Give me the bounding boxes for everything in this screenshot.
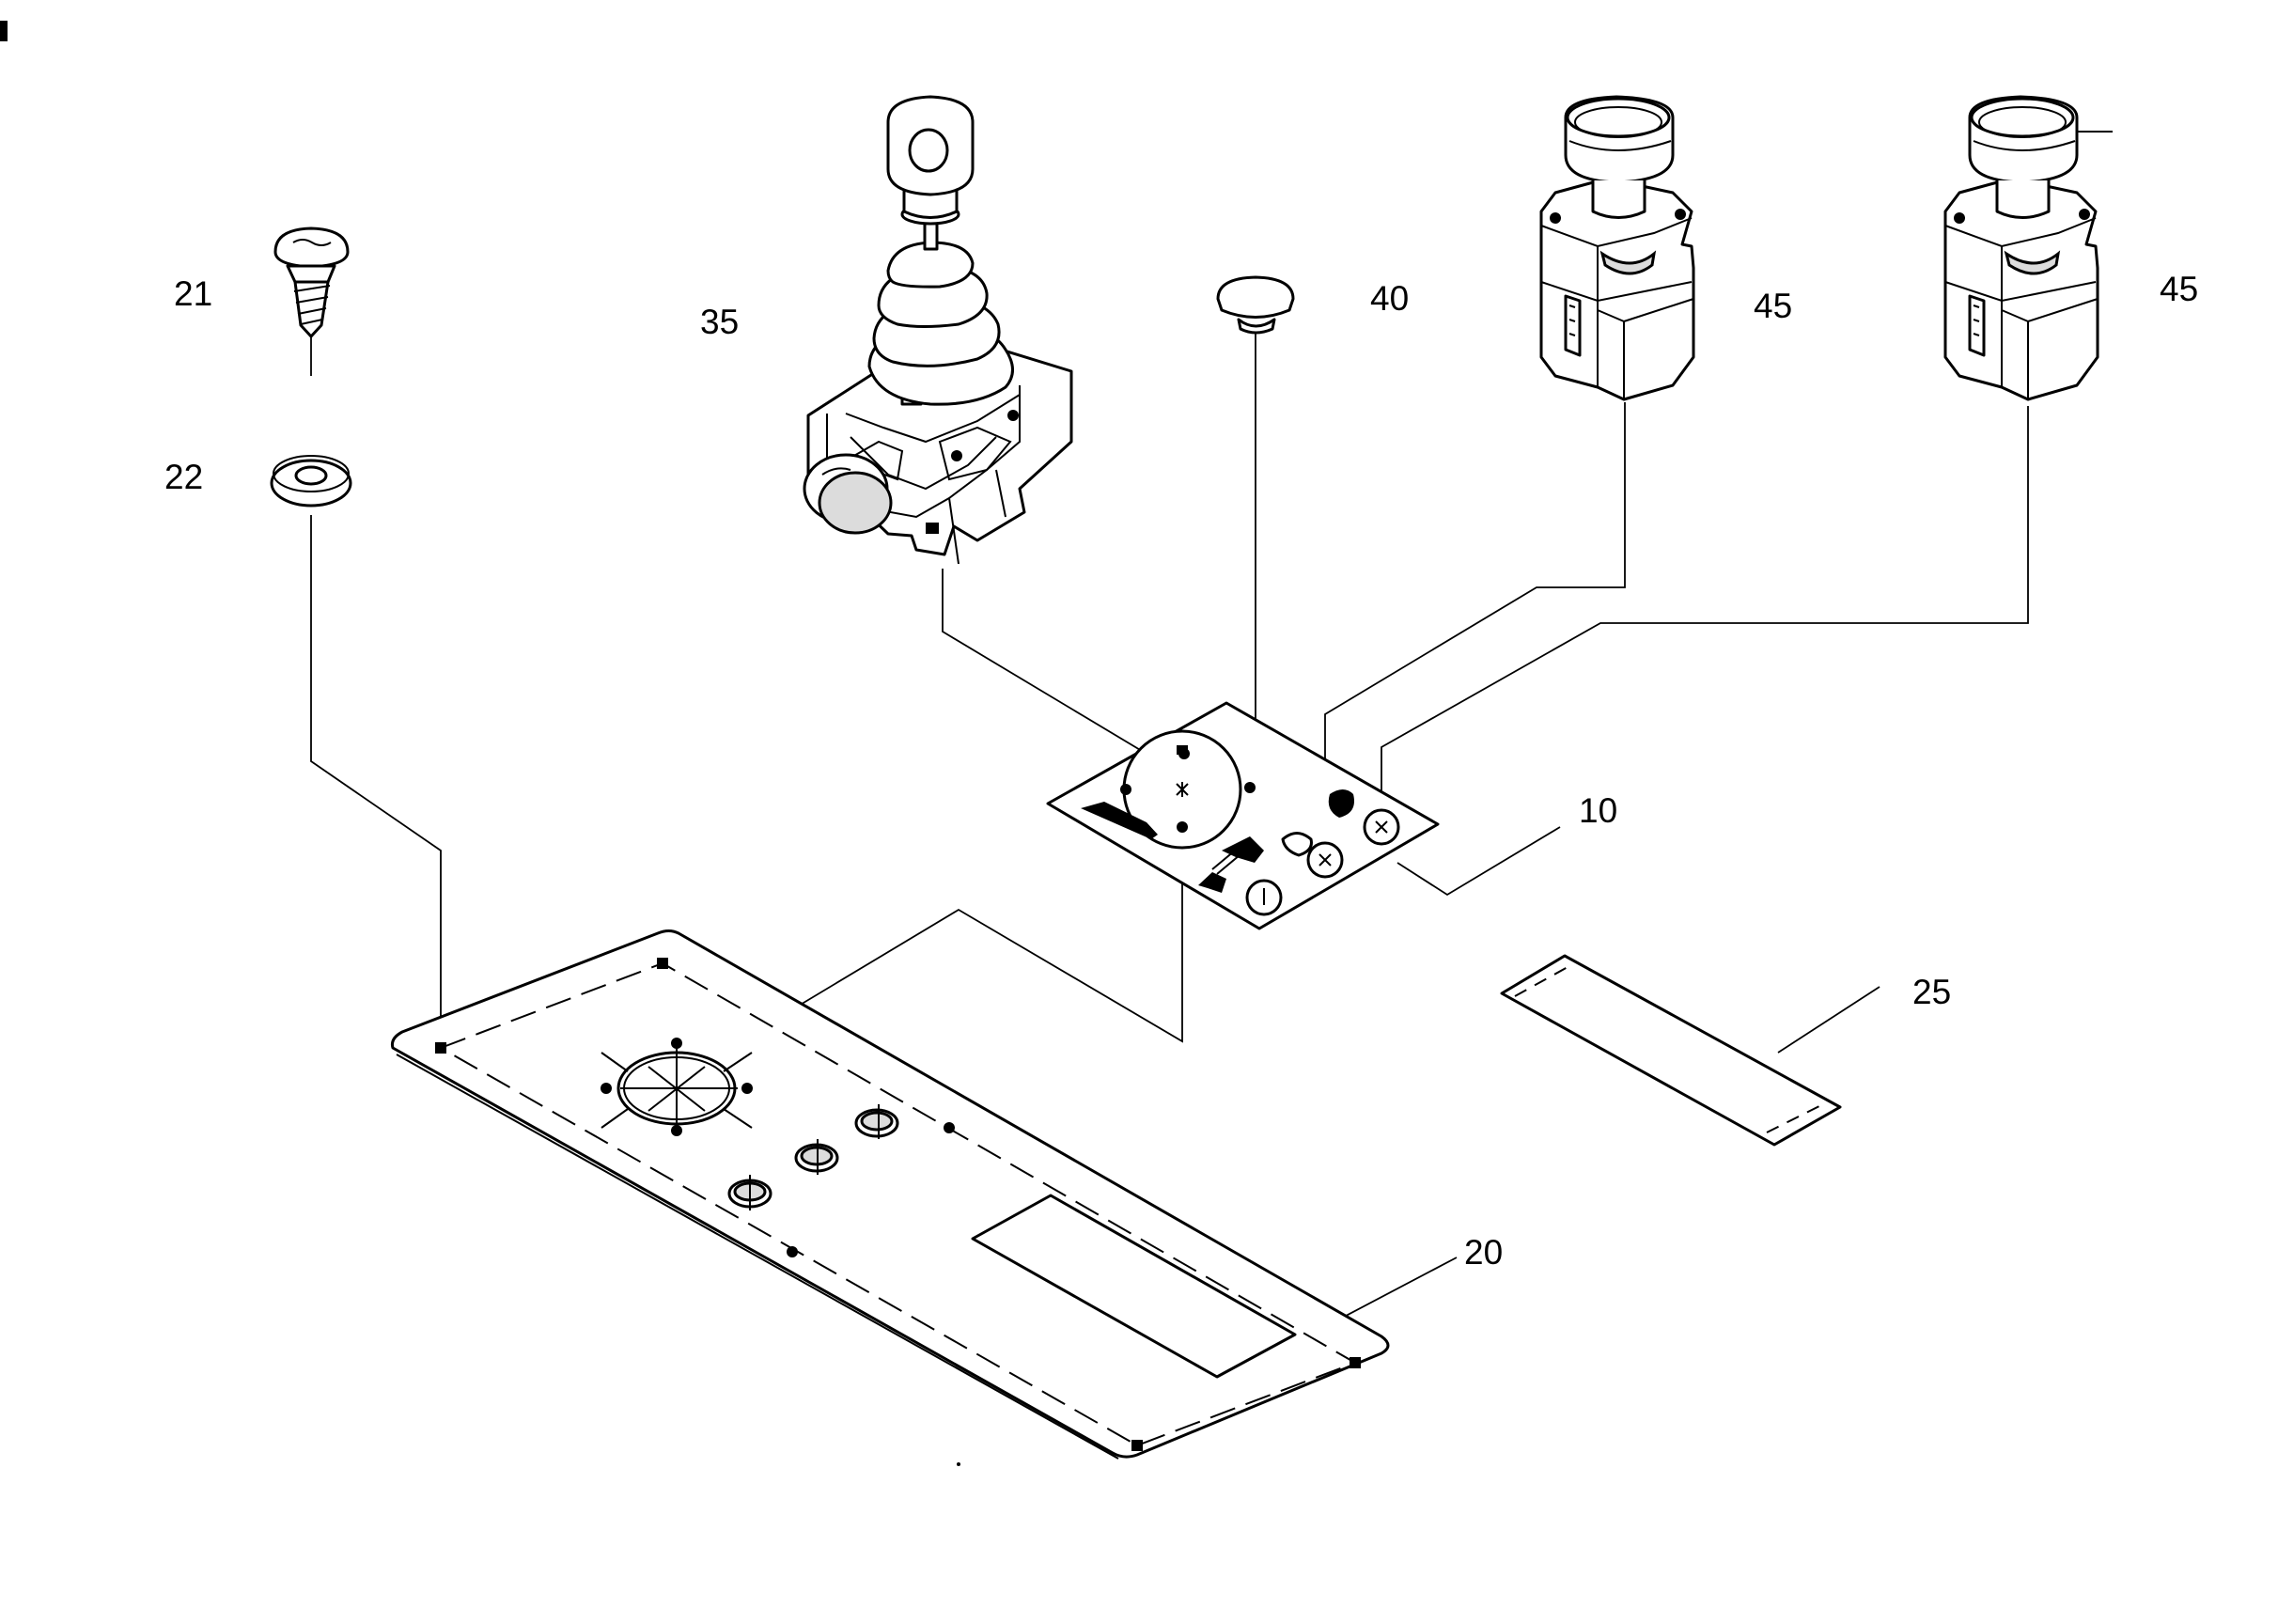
label-25: 25 [1912, 973, 1951, 1011]
washer-icon [270, 455, 352, 508]
joystick-icon [803, 95, 1073, 565]
plate-icon [1046, 701, 1440, 930]
cap-icon [1216, 275, 1295, 335]
screw-icon [273, 226, 350, 338]
plate-icon [391, 929, 1390, 1460]
label-35: 35 [700, 303, 739, 341]
label-45-b: 45 [2160, 270, 2198, 308]
label-strip-icon [1500, 954, 1842, 1147]
label-40: 40 [1370, 279, 1409, 318]
corner-mark [0, 21, 8, 41]
scan-dot [957, 1462, 960, 1466]
leader-lines [310, 331, 2029, 1334]
label-45-a: 45 [1754, 287, 1792, 325]
label-21: 21 [174, 274, 212, 313]
pushbutton-icon [1943, 95, 2113, 401]
label-22: 22 [164, 458, 203, 496]
label-20: 20 [1464, 1233, 1503, 1272]
pushbutton-icon [1539, 95, 1695, 401]
part-labels: 21 22 35 40 45 45 10 20 25 [164, 270, 2198, 1272]
label-10: 10 [1579, 791, 1617, 830]
